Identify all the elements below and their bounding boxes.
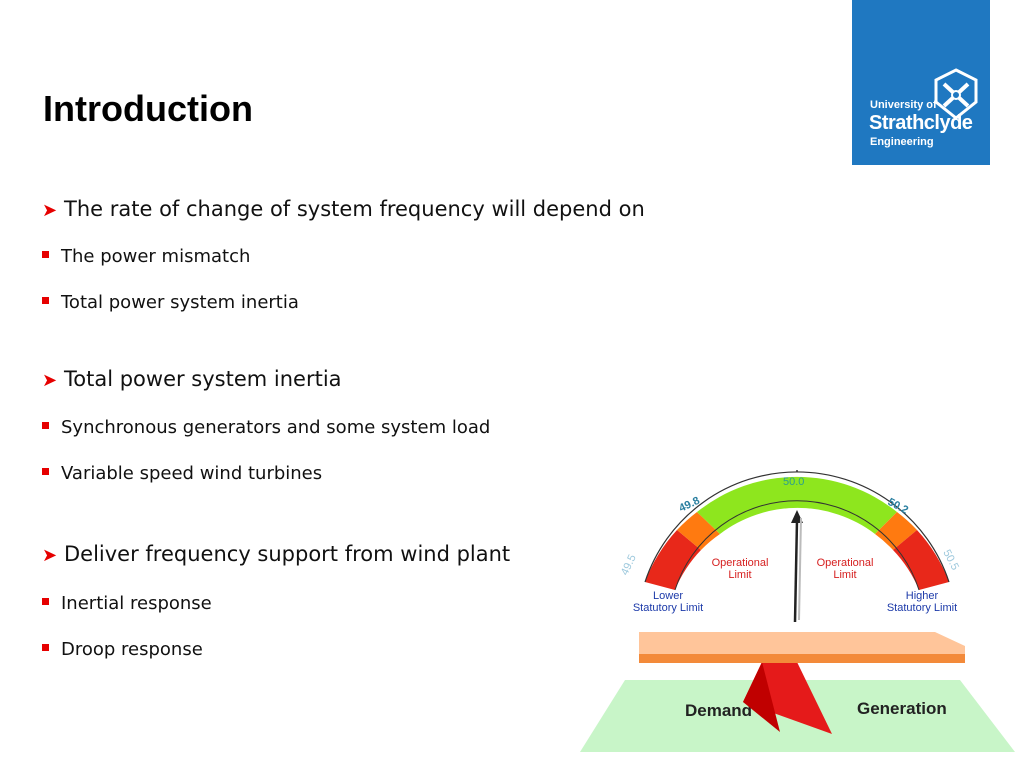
sub-bullet: Droop response <box>42 639 203 660</box>
frequency-balance-diagram: Demand Generation 50.0 49.8 50.2 49.5 50… <box>580 470 1015 752</box>
bullet-heading-text: Deliver frequency support from wind plan… <box>64 542 511 566</box>
sub-bullet: The power mismatch <box>42 246 250 267</box>
bullet-heading-2: ➤ Total power system inertia <box>42 367 342 391</box>
logo-line-2: Strathclyde <box>869 112 973 134</box>
tick-50-0: 50.0 <box>783 476 804 488</box>
arrow-bullet-icon: ➤ <box>42 545 58 566</box>
sub-bullet: Synchronous generators and some system l… <box>42 417 490 438</box>
logo-line-3: Engineering <box>870 136 934 148</box>
sub-bullet: Inertial response <box>42 593 212 614</box>
square-bullet-icon <box>42 422 49 429</box>
fulcrum-shade <box>743 662 780 732</box>
arrow-bullet-icon: ➤ <box>42 370 58 391</box>
logo-line-1: University of <box>870 99 937 111</box>
bullet-heading-1: ➤ The rate of change of system frequency … <box>42 197 645 221</box>
bullet-heading-text: The rate of change of system frequency w… <box>64 197 645 221</box>
seesaw-board <box>639 632 965 654</box>
square-bullet-icon <box>42 251 49 258</box>
university-logo: University of Strathclyde Engineering <box>852 0 990 165</box>
frequency-gauge <box>644 470 950 591</box>
crest-icon <box>934 68 978 120</box>
sub-bullet-text: Total power system inertia <box>61 292 299 313</box>
demand-label: Demand <box>685 701 752 720</box>
bullet-heading-text: Total power system inertia <box>64 367 342 391</box>
sub-bullet: Variable speed wind turbines <box>42 463 322 484</box>
sub-bullet-text: Synchronous generators and some system l… <box>61 417 491 438</box>
sub-bullet-text: The power mismatch <box>61 246 251 267</box>
slide-title: Introduction <box>43 88 253 129</box>
gauge-needle <box>793 519 799 623</box>
generation-label: Generation <box>857 699 947 718</box>
tick-49-5: 49.5 <box>619 553 639 577</box>
square-bullet-icon <box>42 644 49 651</box>
sub-bullet-text: Variable speed wind turbines <box>61 463 323 484</box>
sub-bullet: Total power system inertia <box>42 292 299 313</box>
bullet-heading-3: ➤ Deliver frequency support from wind pla… <box>42 542 510 566</box>
seesaw-board-edge <box>639 654 965 663</box>
sub-bullet-text: Inertial response <box>61 593 212 614</box>
gauge-needle-shadow <box>798 517 802 621</box>
sub-bullet-text: Droop response <box>61 639 203 660</box>
arrow-bullet-icon: ➤ <box>42 200 58 221</box>
square-bullet-icon <box>42 598 49 605</box>
square-bullet-icon <box>42 468 49 475</box>
square-bullet-icon <box>42 297 49 304</box>
